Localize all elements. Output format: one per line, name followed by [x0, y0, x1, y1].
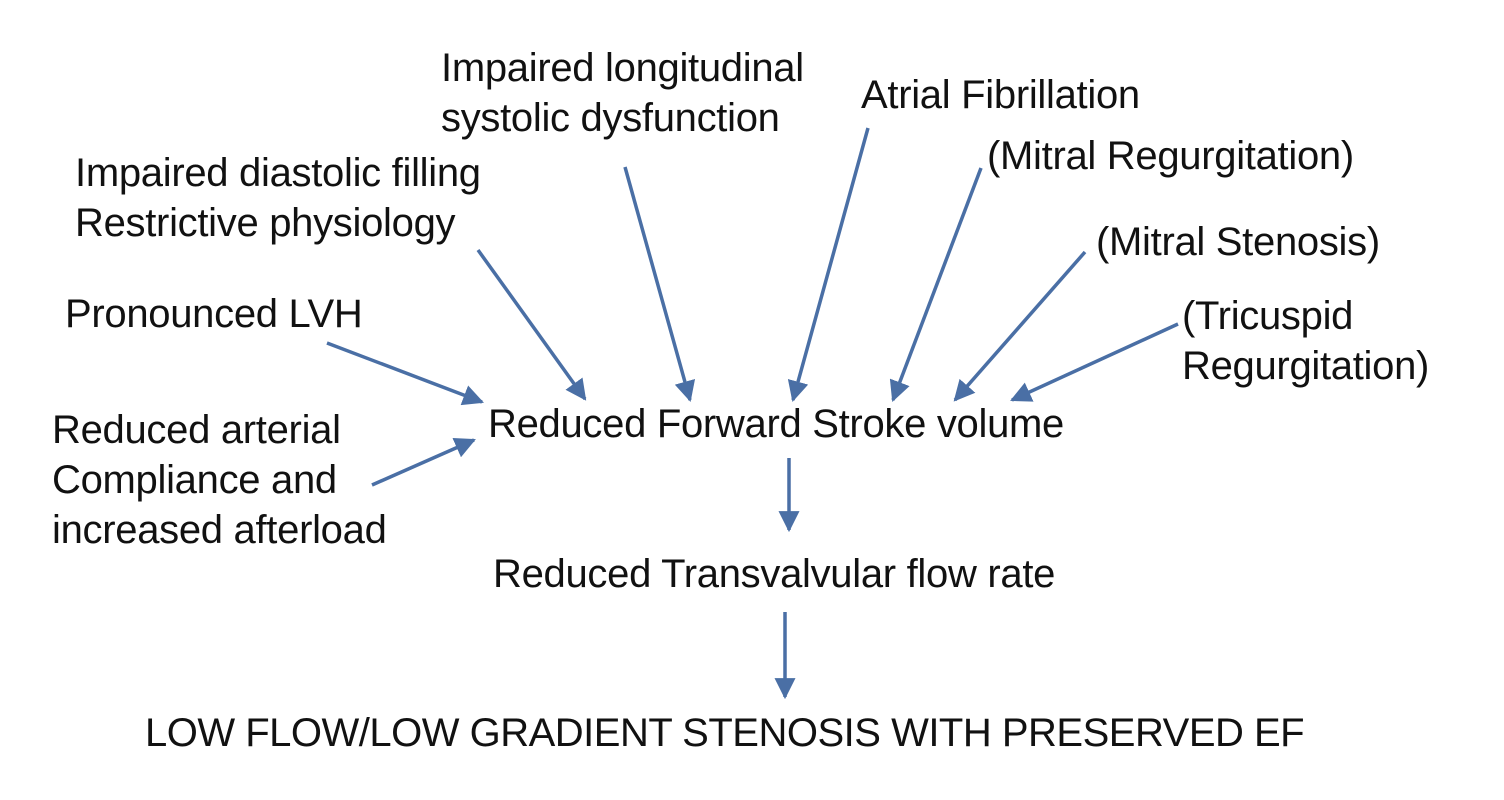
- node-transvalvular-flow: Reduced Transvalvular flow rate: [493, 549, 1055, 599]
- center-node-stroke-volume: Reduced Forward Stroke volume: [488, 399, 1064, 449]
- label-reduced-arterial-compliance: Reduced arterial Compliance and increase…: [52, 405, 387, 555]
- arrow-diastolic: [476, 248, 587, 401]
- label-line: Reduced Transvalvular flow rate: [493, 552, 1056, 596]
- label-line: (Mitral Regurgitation): [987, 134, 1354, 178]
- label-mitral-stenosis: (Mitral Stenosis): [1096, 217, 1380, 267]
- label-longitudinal-dysfunction: Impaired longitudinal systolic dysfuncti…: [441, 43, 804, 143]
- arrow-afib: [787, 127, 870, 403]
- label-line: Pronounced LVH: [65, 292, 363, 336]
- arrow-mitral-stenosis: [953, 250, 1087, 402]
- label-atrial-fibrillation: Atrial Fibrillation: [861, 70, 1140, 120]
- label-line: increased afterload: [52, 508, 387, 552]
- arrow-longitudinal: [623, 166, 696, 403]
- label-line: (Mitral Stenosis): [1096, 220, 1380, 264]
- label-line: Reduced arterial: [52, 408, 341, 452]
- arrow-tricuspid: [1010, 322, 1179, 402]
- label-line: Restrictive physiology: [75, 201, 456, 245]
- label-mitral-regurgitation: (Mitral Regurgitation): [987, 131, 1354, 181]
- label-line: Reduced Forward Stroke volume: [488, 402, 1065, 446]
- label-line: Compliance and: [52, 458, 337, 502]
- label-line: (Tricuspid: [1182, 294, 1354, 338]
- arrow-mitral-regurg: [889, 167, 983, 402]
- label-line: systolic dysfunction: [441, 96, 780, 140]
- arrow-lvh: [326, 341, 484, 406]
- arrow-arterial: [371, 438, 476, 487]
- result-node-low-flow-low-gradient: LOW FLOW/LOW GRADIENT STENOSIS WITH PRES…: [145, 708, 1305, 758]
- label-diastolic-filling: Impaired diastolic filling Restrictive p…: [75, 148, 481, 248]
- label-line: Atrial Fibrillation: [861, 73, 1140, 117]
- label-line: Impaired longitudinal: [441, 46, 804, 90]
- label-line: LOW FLOW/LOW GRADIENT STENOSIS WITH PRES…: [145, 711, 1305, 755]
- label-line: Impaired diastolic filling: [75, 151, 481, 195]
- label-pronounced-lvh: Pronounced LVH: [65, 289, 363, 339]
- label-line: Regurgitation): [1182, 344, 1430, 388]
- label-tricuspid-regurgitation: (Tricuspid Regurgitation): [1182, 291, 1429, 391]
